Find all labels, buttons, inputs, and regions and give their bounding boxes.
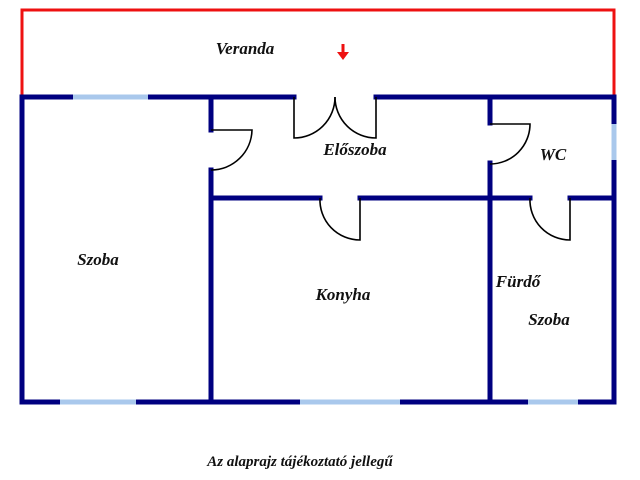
caption: Az alaprajz tájékoztató jellegű <box>206 454 393 470</box>
doors <box>210 96 571 241</box>
room-label-konyha: Konyha <box>315 285 371 304</box>
room-label-eloszoba: Előszoba <box>322 140 387 159</box>
room-label-furdo: Fürdő <box>495 272 542 291</box>
room-label-furdo-szoba: Szoba <box>528 310 570 329</box>
windows <box>60 94 617 405</box>
room-label-veranda: Veranda <box>216 39 275 58</box>
room-label-wc: WC <box>540 145 567 164</box>
room-label-szoba: Szoba <box>77 250 119 269</box>
entrance-arrow-icon <box>337 44 349 60</box>
veranda-outline <box>20 8 616 97</box>
